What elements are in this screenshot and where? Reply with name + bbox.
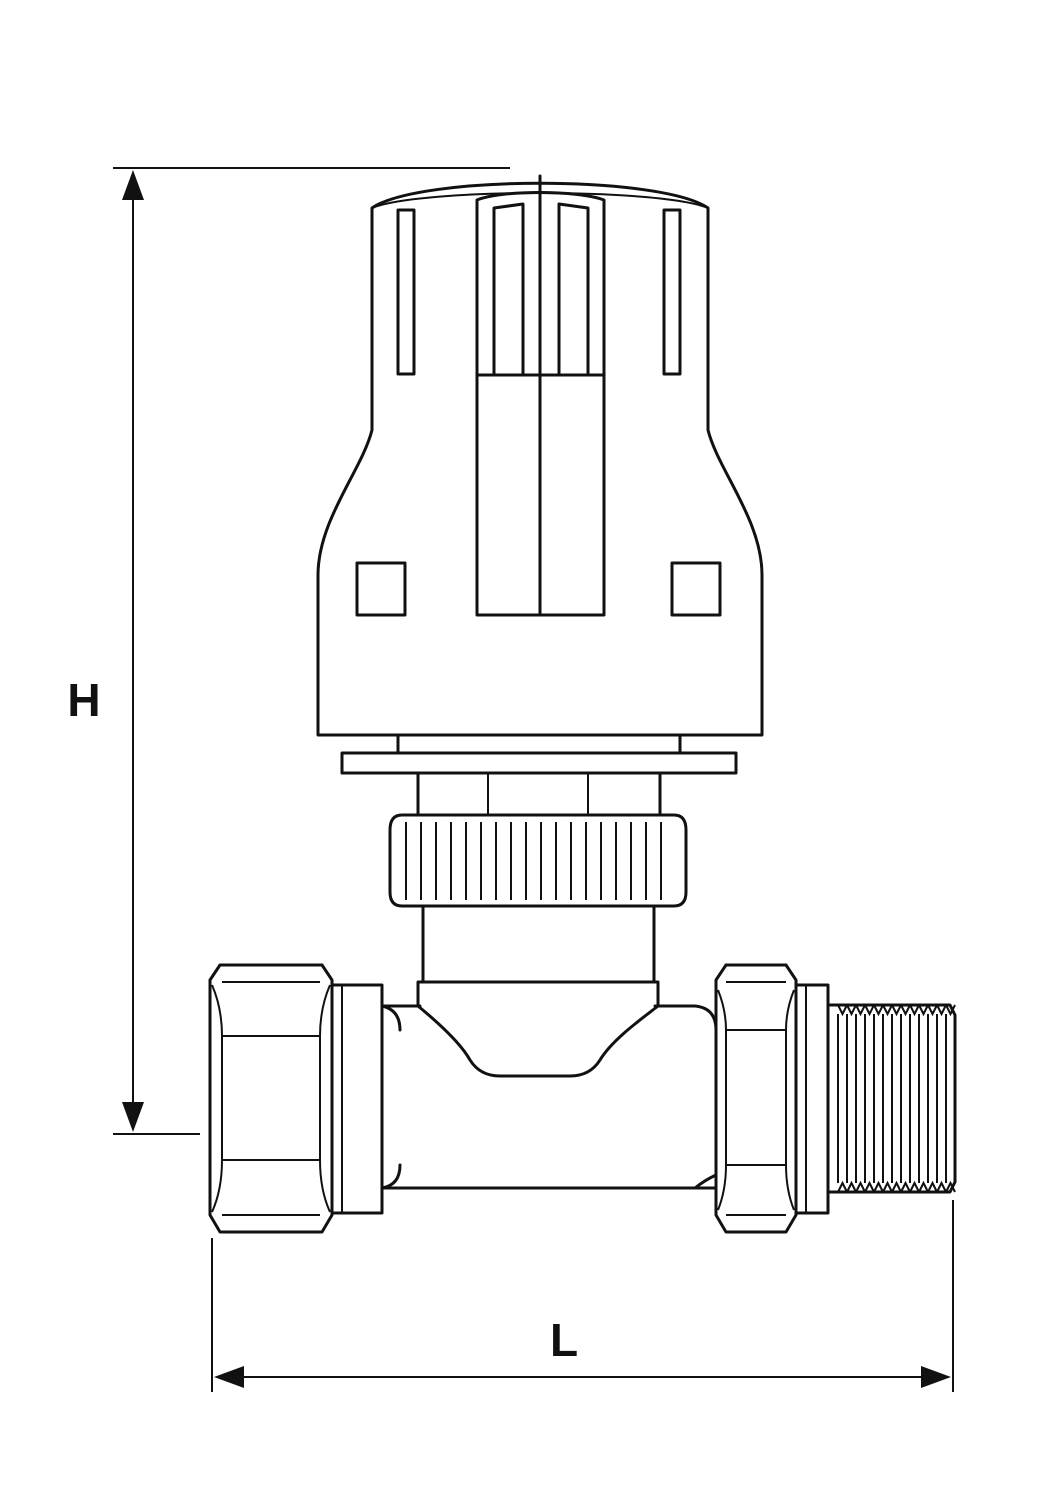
right-hex-outline bbox=[714, 963, 798, 1234]
thread-crest-top bbox=[918, 1004, 929, 1017]
height-arrow-top bbox=[122, 170, 144, 200]
thermostatic-head bbox=[316, 174, 764, 737]
right-hex-nut bbox=[714, 963, 830, 1234]
height-dimension: H bbox=[67, 167, 510, 1135]
length-label: L bbox=[550, 1314, 578, 1366]
thread-crest-bottom bbox=[864, 1180, 875, 1193]
thread-crest-bottom bbox=[837, 1180, 848, 1193]
thread-lines bbox=[837, 1004, 956, 1193]
head-rib-left bbox=[396, 208, 416, 376]
thread-crest-bottom bbox=[882, 1180, 893, 1193]
thread-crest-top bbox=[882, 1004, 893, 1017]
body-left-fillet-bottom bbox=[380, 1163, 402, 1190]
knurled-nut-body bbox=[388, 813, 688, 908]
valve-body bbox=[380, 980, 718, 1202]
body-right-fillet bbox=[693, 1004, 718, 1032]
threaded-tail bbox=[826, 1003, 957, 1194]
thread-crest-bottom bbox=[873, 1180, 884, 1193]
thread-crest-top bbox=[909, 1004, 920, 1017]
thread-crest-bottom bbox=[936, 1180, 947, 1193]
head-outline bbox=[316, 181, 764, 737]
thread-crest-top bbox=[873, 1004, 884, 1017]
length-arrow-right bbox=[921, 1366, 951, 1388]
thread-crest-bottom bbox=[927, 1180, 938, 1193]
thread-crest-top bbox=[900, 1004, 911, 1017]
thread-crest-top bbox=[864, 1004, 875, 1017]
connector-neck bbox=[396, 733, 682, 755]
right-hex-upper-curve bbox=[717, 989, 795, 1031]
height-arrow-bottom bbox=[122, 1102, 144, 1132]
left-hex-outline bbox=[208, 963, 334, 1234]
thread-outline bbox=[826, 1003, 957, 1194]
thread-crest-top bbox=[945, 1004, 956, 1017]
thread-crest-bottom bbox=[846, 1180, 857, 1193]
body-tee-bulge bbox=[416, 980, 660, 1078]
left-collar bbox=[330, 983, 384, 1215]
thread-crest-top bbox=[936, 1004, 947, 1017]
head-center-rib-inner-right bbox=[557, 202, 590, 377]
thread-crest-top bbox=[837, 1004, 848, 1017]
body-left-fillet-top bbox=[380, 1004, 402, 1032]
left-hex-nut bbox=[208, 963, 384, 1234]
left-hex-lower-curve bbox=[211, 1159, 331, 1213]
thread-crest-top bbox=[891, 1004, 902, 1017]
knurl-lines bbox=[405, 822, 662, 900]
thread-crest-bottom bbox=[900, 1180, 911, 1193]
head-connector bbox=[340, 733, 738, 817]
head-rib-right bbox=[662, 208, 682, 376]
connector-spindle bbox=[416, 771, 662, 817]
thread-crest-bottom bbox=[909, 1180, 920, 1193]
connector-flange bbox=[340, 751, 738, 775]
right-collar bbox=[794, 983, 830, 1215]
thread-crest-bottom bbox=[891, 1180, 902, 1193]
thread-crest-bottom bbox=[855, 1180, 866, 1193]
head-center-rib-inner-left bbox=[492, 202, 525, 377]
length-dimension: L bbox=[211, 1200, 954, 1392]
knurled-nut bbox=[388, 813, 688, 908]
body-right-fillet-bottom bbox=[693, 1173, 718, 1190]
valve-stem bbox=[421, 904, 656, 984]
thread-crest-bottom bbox=[918, 1180, 929, 1193]
length-arrow-left bbox=[214, 1366, 244, 1388]
height-label: H bbox=[67, 674, 100, 726]
thread-crest-top bbox=[927, 1004, 938, 1017]
head-window-right bbox=[670, 561, 722, 617]
thread-crest-top bbox=[855, 1004, 866, 1017]
right-hex-lower-curve bbox=[717, 1164, 795, 1211]
thread-crest-bottom bbox=[945, 1180, 956, 1193]
left-hex-upper-curve bbox=[211, 984, 331, 1037]
head-window-left bbox=[355, 561, 407, 617]
thread-crest-top bbox=[846, 1004, 857, 1017]
